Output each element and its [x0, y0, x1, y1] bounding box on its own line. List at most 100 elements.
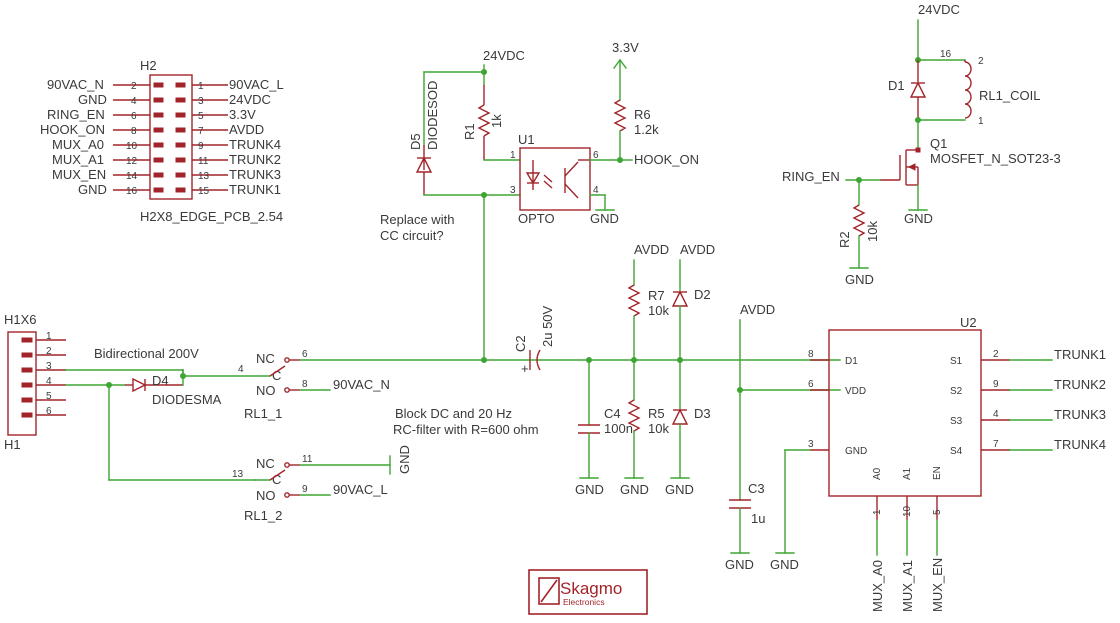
h2-pin-r5: 9	[198, 141, 204, 152]
h2-ref: H2	[140, 58, 157, 73]
h2-net-r4: AVDD	[229, 122, 264, 137]
r6-ref: R6	[634, 107, 651, 122]
u2-pin-9: 9	[993, 379, 999, 390]
h1-body	[7, 331, 37, 436]
u2-label-d1: D1	[845, 356, 858, 367]
note-filter-line1: Block DC and 20 Hz	[395, 406, 512, 421]
filter-section: + C2 2u 50V Block DC and 20 Hz RC-filter…	[393, 242, 841, 572]
note-cc-line1: Replace with	[380, 212, 454, 227]
r2-value: 10k	[865, 221, 880, 242]
h2-net-r6: TRUNK2	[229, 152, 281, 167]
bidir-note: Bidirectional 200V	[94, 346, 199, 361]
h2-net-l1: 90VAC_N	[47, 77, 104, 92]
net-ring-en: RING_EN	[782, 169, 840, 184]
rl1-2-no: NO	[256, 488, 276, 503]
net-trunk1: TRUNK1	[1054, 347, 1106, 362]
net-24vdc-opto: 24VDC	[483, 48, 525, 63]
u2-pin-3: 3	[808, 439, 814, 450]
r7-symbol	[627, 284, 641, 317]
c2-value: 2u 50V	[540, 305, 555, 347]
net-trunk2: TRUNK2	[1054, 377, 1106, 392]
note-cc-line2: CC circuit?	[380, 228, 444, 243]
rl1-1-no: NO	[256, 383, 276, 398]
h2-net-l5: MUX_A0	[52, 137, 104, 152]
h2-net-r8: TRUNK1	[229, 182, 281, 197]
u1-pin-3: 3	[510, 185, 516, 196]
h2-pin-l4: 8	[131, 126, 137, 137]
c3-gnd: GND	[725, 557, 754, 572]
c4-value: 100n	[604, 421, 633, 436]
h2-pin-l1: 2	[131, 81, 137, 92]
h1-pin-4: 4	[46, 376, 52, 387]
r5-ref: R5	[648, 406, 665, 421]
d4-ref: D4	[152, 373, 169, 388]
net-trunk4: TRUNK4	[1054, 437, 1106, 452]
h2-footprint: H2X8_EDGE_PCB_2.54	[140, 209, 283, 224]
r7-ref: R7	[648, 288, 665, 303]
u2-pin-1: 1	[872, 509, 883, 515]
opto-section: 24VDC D5 DIODESOD R1 1k U1 OPTO 1 3 6 4	[380, 40, 699, 361]
u2-label-s2: S2	[950, 386, 963, 397]
u2-label-a0: A0	[872, 467, 883, 480]
rl1-2-gnd: GND	[397, 445, 412, 474]
coil-pin-16: 16	[940, 49, 952, 60]
h1-connector: H1X6 H1 1 2 3 4 5 6	[4, 312, 66, 452]
u2-pin-8: 8	[808, 349, 814, 360]
h1-ref-bottom: H1	[4, 437, 21, 452]
r5-symbol	[627, 399, 641, 432]
u2-pin-2: 2	[993, 349, 999, 360]
h2-pin-l6: 12	[126, 156, 138, 167]
net-24vdc-relay: 24VDC	[918, 2, 960, 17]
rl1-2-net-no: 90VAC_L	[333, 482, 388, 497]
u2-label-gnd: GND	[845, 446, 867, 457]
u2-pin-7: 7	[993, 439, 999, 450]
h2-net-r5: TRUNK4	[229, 137, 281, 152]
h2-pin-r6: 11	[198, 156, 209, 167]
u2-pin-10: 10	[902, 505, 913, 517]
h2-net-r3: 3.3V	[229, 107, 256, 122]
h2-pin-r4: 7	[198, 126, 204, 137]
logo-frame	[528, 569, 648, 615]
rl1-1-pin-nc: 6	[302, 349, 308, 360]
net-hook-on: HOOK_ON	[634, 152, 699, 167]
c3-avdd: AVDD	[740, 302, 775, 317]
h2-pin-r2: 3	[198, 96, 204, 107]
d3-symbol	[671, 408, 689, 425]
r5-value: 10k	[648, 421, 669, 436]
rl1-2-c: C	[272, 472, 281, 487]
d1-ref: D1	[888, 78, 905, 93]
h2-pin-l7: 14	[126, 171, 138, 182]
coil-ref: RL1_COIL	[979, 88, 1040, 103]
u1-value: OPTO	[518, 211, 555, 226]
rl1-1-pin-c: 4	[238, 364, 244, 375]
q1-gnd: GND	[904, 211, 933, 226]
d5-value: DIODESOD	[425, 81, 440, 150]
u2-ref: U2	[960, 315, 977, 330]
h1-pin-2: 2	[46, 346, 52, 357]
u1-led	[525, 172, 541, 185]
logo-sub: Electronics	[563, 597, 605, 607]
rl1-1-pin-no: 8	[302, 379, 308, 390]
net-mux-en: MUX_EN	[930, 558, 945, 612]
c2-symbol	[536, 349, 541, 371]
logo-name: Skagmo	[560, 579, 622, 598]
rl1-1-ref: RL1_1	[244, 406, 282, 421]
h2-net-r2: 24VDC	[229, 92, 271, 107]
h2-net-l7: MUX_EN	[52, 167, 106, 182]
h2-net-r7: TRUNK3	[229, 167, 281, 182]
h2-net-l8: GND	[78, 182, 107, 197]
coil-pin-1: 1	[978, 116, 984, 127]
r2-symbol	[852, 204, 866, 237]
u1-pin-6: 6	[593, 150, 599, 161]
c4-ref: C4	[604, 406, 621, 421]
rl1-1-net-no: 90VAC_N	[333, 377, 390, 392]
u2-label-s1: S1	[950, 356, 963, 367]
h2-pin-l2: 4	[131, 96, 137, 107]
h2-connector: H2 H2X8_EDGE_PCB_2.54 90VAC_N GND RING_E…	[40, 58, 284, 224]
c2-ref: C2	[513, 335, 528, 352]
r6-symbol	[613, 99, 627, 132]
h2-net-l2: GND	[78, 92, 107, 107]
h2-net-l4: HOOK_ON	[40, 122, 105, 137]
rl1-1-nc: NC	[256, 351, 275, 366]
q1-arrow	[907, 163, 916, 171]
